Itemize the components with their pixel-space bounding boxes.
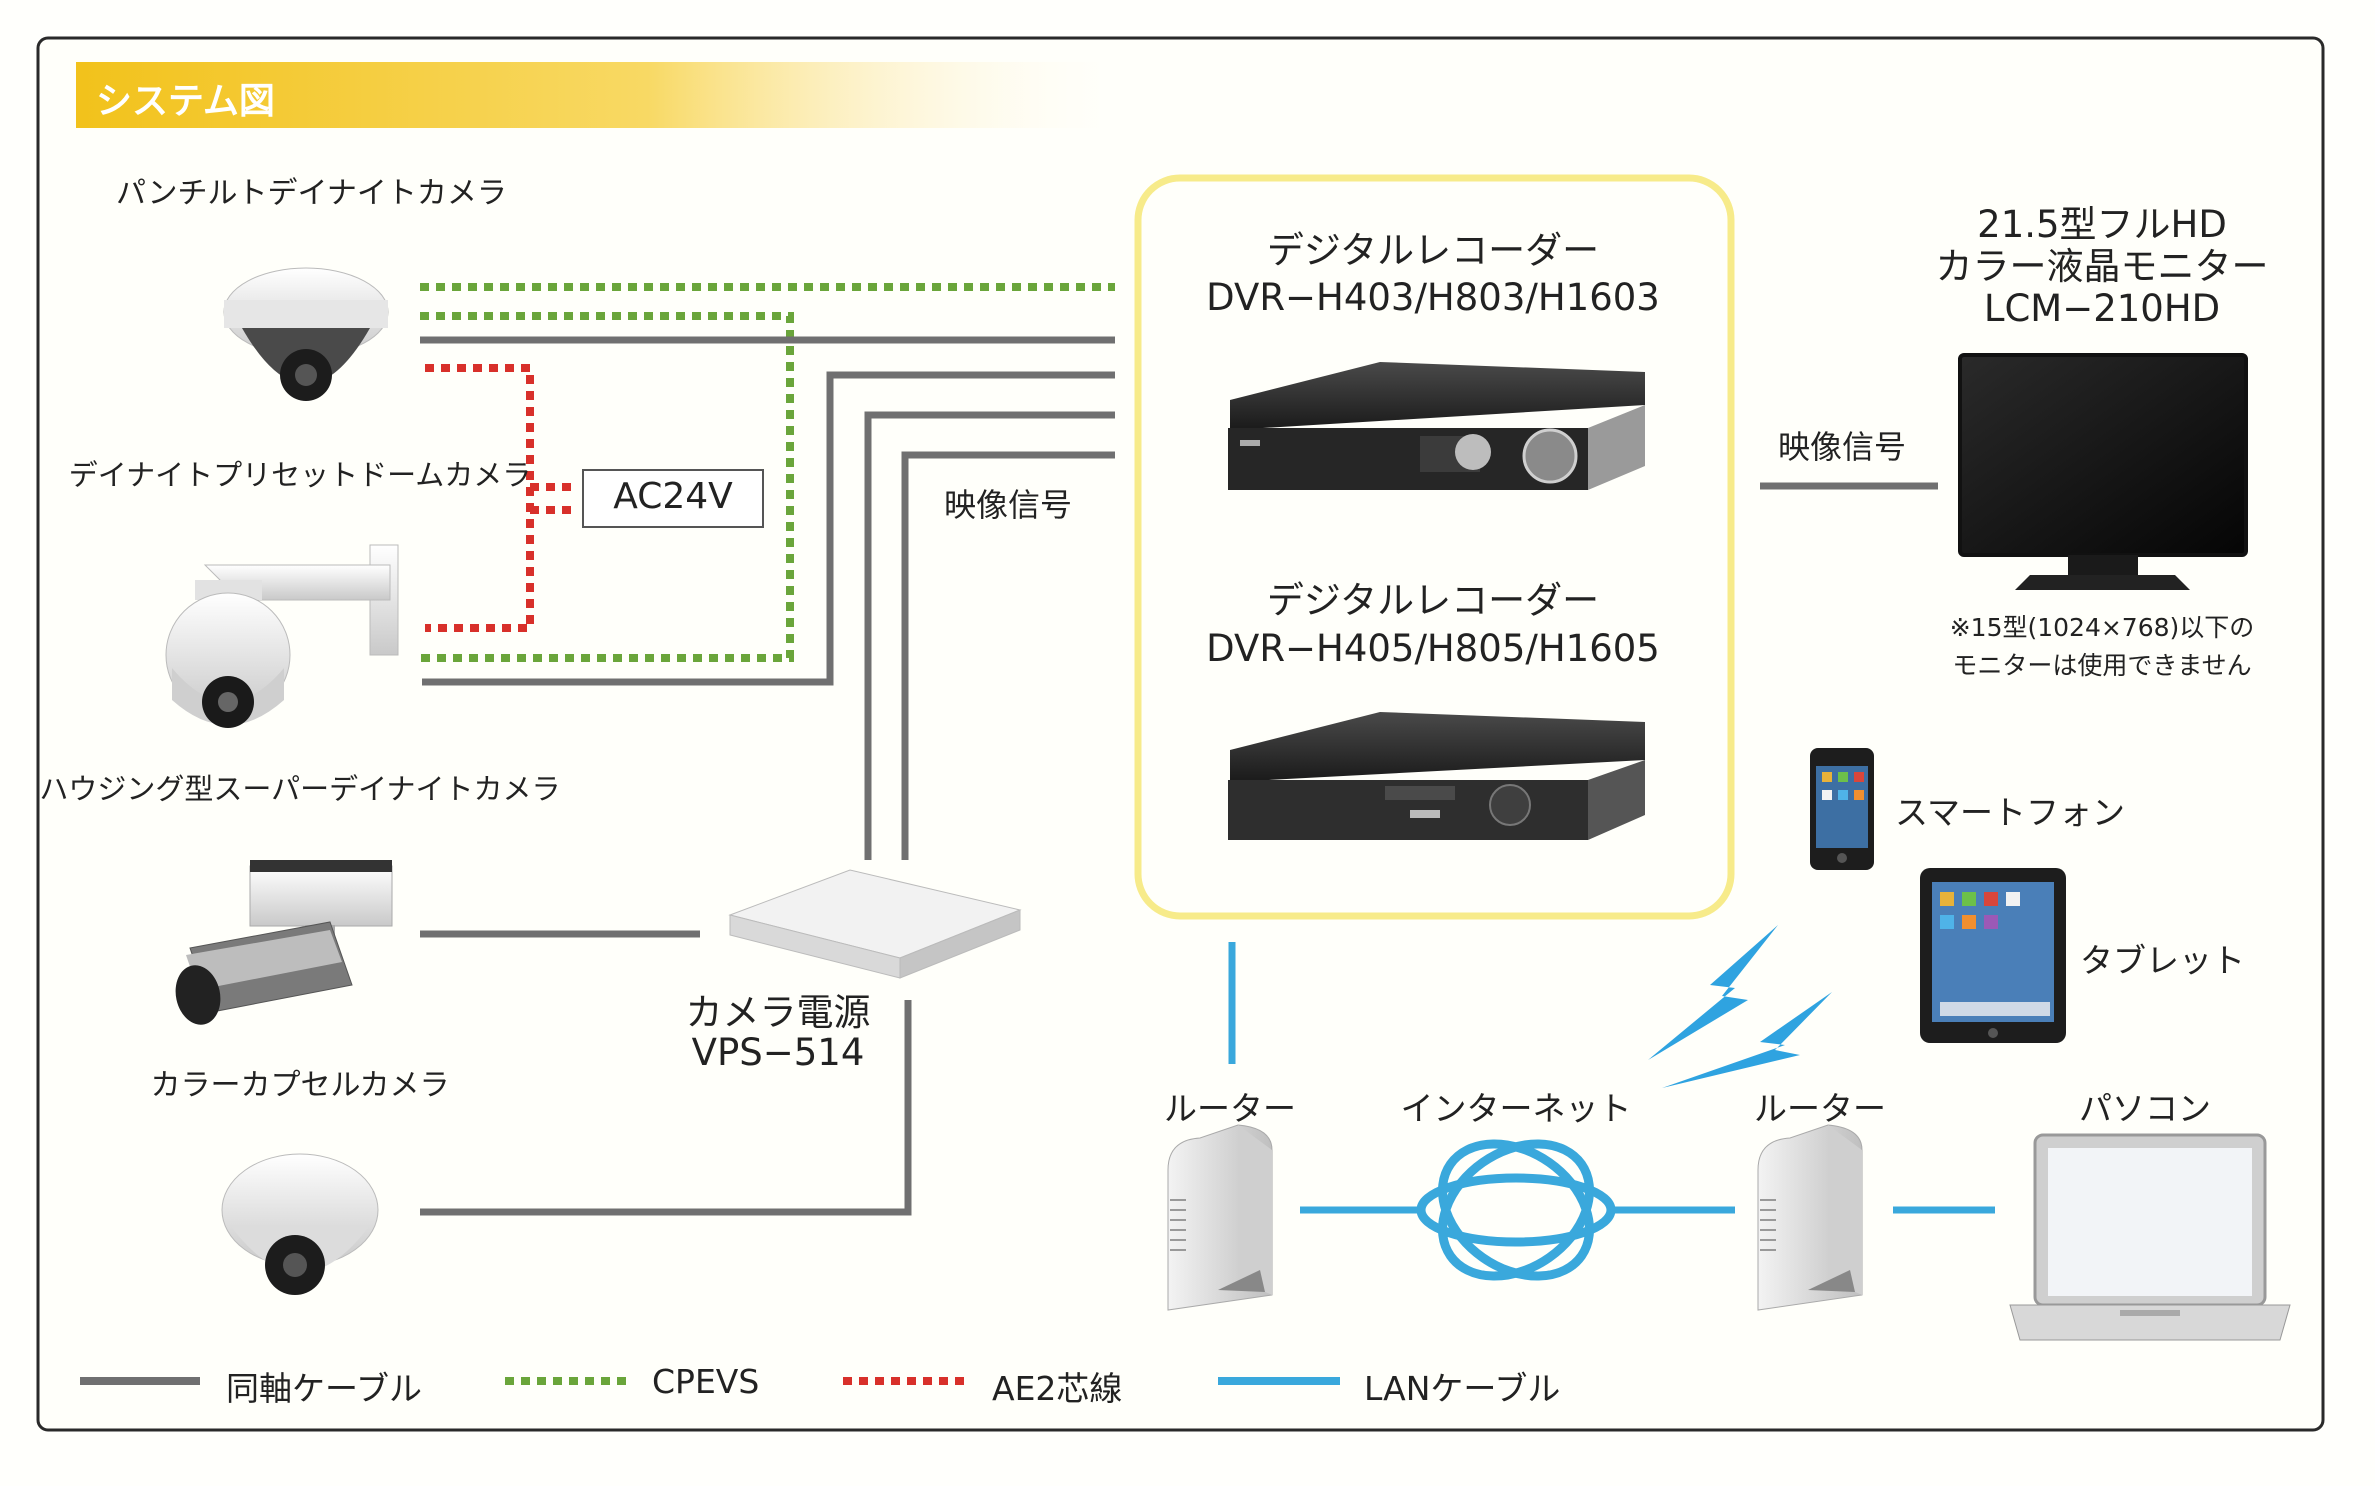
diagram-frame	[36, 36, 2325, 1432]
monitor-type: カラー液晶モニター	[1935, 245, 2269, 288]
title-band	[76, 62, 1116, 128]
router-right-label: ルーター	[1754, 1089, 1886, 1128]
housing-camera-icon	[165, 544, 399, 728]
dvr2-name: デジタルレコーダー	[1266, 579, 1600, 622]
router-left-label: ルーター	[1164, 1089, 1296, 1128]
dvr1-model: DVR−H403/H803/H1603	[1206, 276, 1660, 319]
lcd-monitor-icon	[1958, 353, 2248, 590]
wireless-signal-icon	[1648, 925, 1832, 1088]
legend-coax-label: 同軸ケーブル	[226, 1369, 423, 1408]
smartphone-label: スマートフォン	[1895, 793, 2126, 832]
monitor-note-2: モニターは使用できません	[1952, 651, 2252, 680]
page-title: システム図	[96, 81, 275, 122]
dvr1-name: デジタルレコーダー	[1266, 229, 1600, 272]
ac24v-box	[582, 469, 764, 528]
router-right-icon	[1757, 1124, 1863, 1311]
housing-camera-label: ハウジング型スーパーデイナイトカメラ	[39, 772, 561, 806]
ptz-dome-camera-icon	[223, 267, 389, 401]
capsule-camera-icon	[175, 860, 393, 1025]
tablet-icon	[1920, 868, 2066, 1043]
capsule-camera-label: カラーカプセルカメラ	[150, 1068, 450, 1103]
cpevs-lines	[420, 283, 1115, 662]
laptop-icon	[2009, 1133, 2291, 1341]
ae2-lines	[425, 364, 578, 632]
monitor-note-1: ※15型(1024×768)以下の	[1949, 613, 2255, 642]
dvr-h405-icon	[1228, 712, 1645, 840]
ptz-camera-label: パンチルトデイナイトカメラ	[116, 176, 507, 211]
internet-globe-icon	[1416, 1139, 1616, 1281]
dvr-group-box	[1134, 174, 1735, 920]
lan-lines	[1228, 942, 1995, 1214]
router-left-icon	[1167, 1124, 1273, 1311]
legend-cpevs-label: CPEVS	[652, 1362, 760, 1401]
video-signal-right-label: 映像信号	[1778, 428, 1907, 466]
power-supply-name: カメラ電源	[685, 991, 871, 1034]
pc-label: パソコン	[2079, 1089, 2211, 1128]
video-signal-left-label: 映像信号	[944, 486, 1073, 524]
power-supply-model: VPS−514	[691, 1031, 865, 1074]
internet-label: インターネット	[1400, 1089, 1632, 1128]
ac24v-label: AC24V	[613, 476, 733, 517]
camera-power-supply-icon	[728, 869, 1022, 979]
dvr-h403-icon	[1228, 362, 1645, 490]
monitor-model: LCM−210HD	[1983, 287, 2221, 330]
coax-lines	[420, 336, 1938, 1216]
tablet-label: タブレット	[2080, 941, 2245, 980]
smartphone-icon	[1810, 748, 1874, 870]
legend-lan-label: LANケーブル	[1364, 1369, 1561, 1408]
dome-preset-camera-label: デイナイトプリセットドームカメラ	[68, 458, 532, 492]
legend-ae2-label: AE2芯線	[992, 1369, 1123, 1408]
dvr2-model: DVR−H405/H805/H1605	[1206, 627, 1660, 670]
monitor-size: 21.5型フルHD	[1977, 203, 2227, 246]
small-dome-camera-icon	[221, 1153, 379, 1295]
